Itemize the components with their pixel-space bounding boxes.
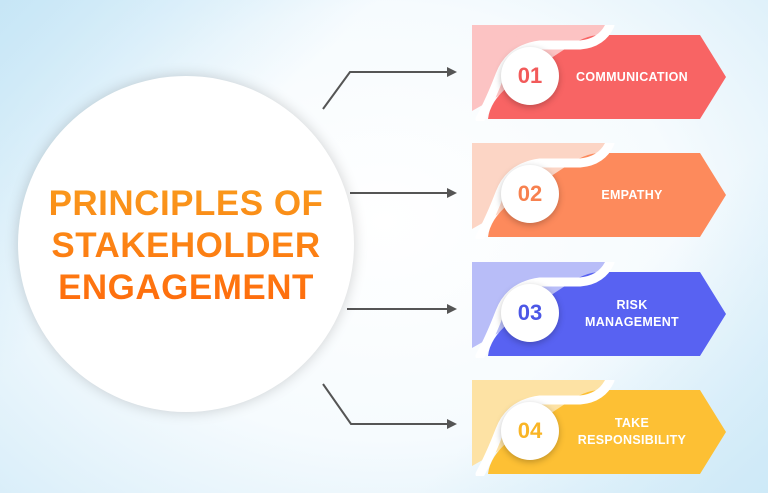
arrow-to-communication xyxy=(322,67,457,110)
principle-label: EMPATHY xyxy=(601,187,663,202)
title-line-1: PRINCIPLES OF xyxy=(48,184,324,223)
principle-card-risk-management: 03 RISK MANAGEMENT xyxy=(470,262,730,358)
number-badge: 01 xyxy=(501,47,559,105)
principle-label: RISK MANAGEMENT xyxy=(585,298,679,329)
principle-card-empathy: 02 EMPATHY xyxy=(470,143,730,239)
principle-label: COMMUNICATION xyxy=(576,69,688,84)
arrow-to-take-responsibility xyxy=(322,383,457,429)
title-line-2: STAKEHOLDER xyxy=(51,226,321,265)
principle-card-communication: 01 COMMUNICATION xyxy=(470,25,730,121)
number-badge: 04 xyxy=(501,402,559,460)
central-circle xyxy=(18,76,354,412)
principle-label: TAKE RESPONSIBILITY xyxy=(577,416,687,447)
number-badge: 03 xyxy=(501,284,559,342)
diagram-title: PRINCIPLES OF STAKEHOLDER ENGAGEMENT xyxy=(18,183,354,309)
number-badge: 02 xyxy=(501,165,559,223)
principle-card-take-responsibility: 04 TAKE RESPONSIBILITY xyxy=(470,380,730,476)
title-line-3: ENGAGEMENT xyxy=(58,268,314,307)
